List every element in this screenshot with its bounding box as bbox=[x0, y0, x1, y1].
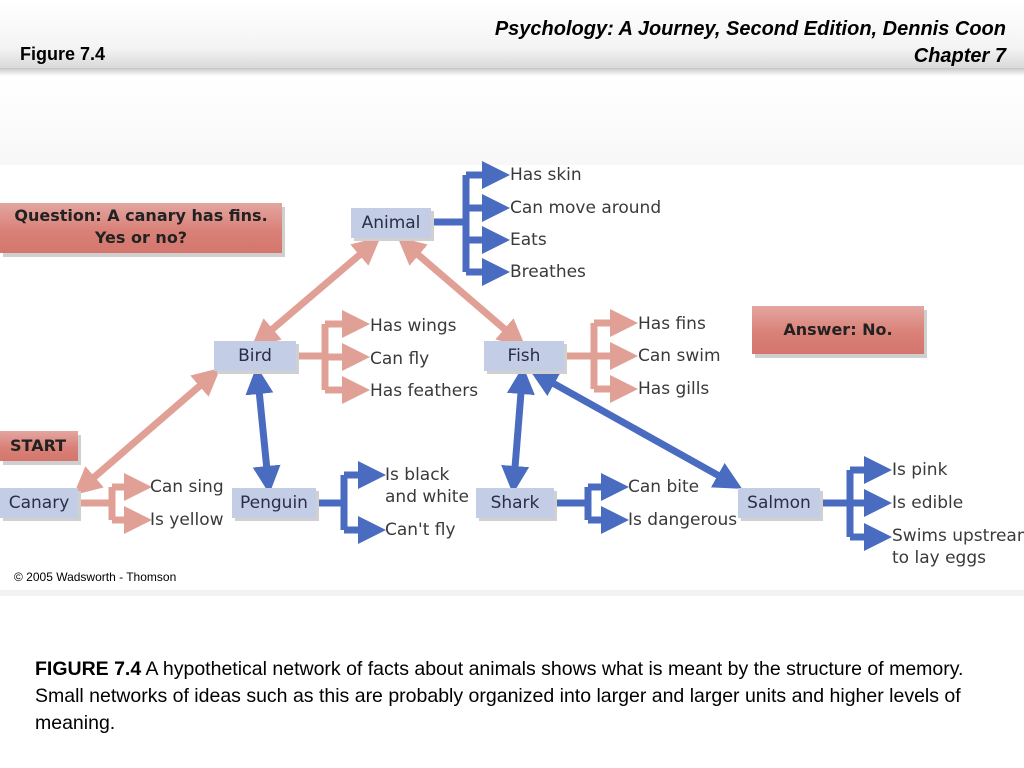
fact-is-pink: Is pink bbox=[892, 460, 948, 480]
bird-to-penguin-arrow bbox=[245, 366, 281, 494]
node-salmon: Salmon bbox=[738, 488, 820, 518]
fact-can-move-around: Can move around bbox=[510, 198, 662, 218]
node-animal: Animal bbox=[351, 208, 431, 238]
fact-has-fins: Has fins bbox=[638, 314, 706, 334]
fact-eats: Eats bbox=[510, 230, 547, 250]
bird-fact-links bbox=[297, 310, 370, 404]
caption-label: FIGURE 7.4 bbox=[35, 658, 142, 680]
fact-has-wings: Has wings bbox=[370, 316, 457, 336]
question-line1: Question: A canary has fins. bbox=[14, 206, 268, 225]
penguin-fact-links bbox=[316, 461, 386, 544]
node-bird: Bird bbox=[214, 341, 296, 371]
fact-to-lay-eggs: to lay eggs bbox=[892, 548, 986, 568]
node-penguin: Penguin bbox=[232, 488, 316, 518]
animal-to-fish-arrow bbox=[397, 236, 526, 348]
fact-swims-upstream: Swims upstream bbox=[892, 526, 1024, 546]
animal-fact-links bbox=[432, 161, 510, 286]
fact-is-edible: Is edible bbox=[892, 493, 964, 513]
question-box: Question: A canary has fins. Yes or no? bbox=[0, 203, 282, 253]
figure-caption: FIGURE 7.4 A hypothetical network of fac… bbox=[35, 656, 995, 737]
fact-has-feathers: Has feathers bbox=[370, 381, 479, 401]
node-canary: Canary bbox=[0, 488, 78, 518]
fact-has-gills: Has gills bbox=[638, 379, 710, 399]
hierarchy-links bbox=[73, 236, 743, 496]
copyright-notice: © 2005 Wadsworth - Thomson bbox=[14, 570, 177, 584]
book-title: Psychology: A Journey, Second Edition, D… bbox=[495, 16, 1006, 70]
fact-is-yellow: Is yellow bbox=[150, 510, 224, 530]
canary-to-bird-arrow bbox=[73, 367, 221, 496]
start-box: START bbox=[0, 431, 78, 461]
shark-fact-links bbox=[555, 473, 629, 534]
canary-fact-links bbox=[80, 473, 152, 534]
fact-breathes: Breathes bbox=[510, 262, 586, 282]
fact-can-swim: Can swim bbox=[638, 346, 721, 366]
fact-has-skin: Has skin bbox=[510, 165, 582, 185]
fish-to-salmon-arrow bbox=[529, 370, 743, 489]
book-title-line1: Psychology: A Journey, Second Edition, D… bbox=[494, 18, 1006, 40]
bird-to-animal-arrow bbox=[251, 236, 381, 348]
fact-can-sing: Can sing bbox=[150, 477, 224, 497]
figure-label: Figure 7.4 bbox=[20, 44, 106, 64]
header-shadow bbox=[0, 68, 1024, 76]
fact-can-fly: Can fly bbox=[370, 349, 430, 369]
salmon-fact-links bbox=[820, 456, 892, 551]
fact-is-dangerous: Is dangerous bbox=[628, 510, 738, 530]
fish-to-shark-arrow bbox=[501, 366, 535, 494]
book-title-line2: Chapter 7 bbox=[913, 45, 1006, 67]
question-line2: Yes or no? bbox=[94, 228, 188, 247]
fact-cant-fly: Can't fly bbox=[385, 520, 456, 540]
answer-box: Answer: No. bbox=[752, 306, 924, 354]
fact-can-bite: Can bite bbox=[628, 477, 700, 497]
slide-header bbox=[0, 0, 1024, 69]
fact-and-white: and white bbox=[385, 487, 469, 507]
node-shark: Shark bbox=[476, 488, 554, 518]
fact-is-black: Is black bbox=[385, 465, 450, 485]
fish-fact-links bbox=[564, 309, 638, 403]
caption-text: A hypothetical network of facts about an… bbox=[35, 658, 964, 734]
node-fish: Fish bbox=[484, 341, 564, 371]
